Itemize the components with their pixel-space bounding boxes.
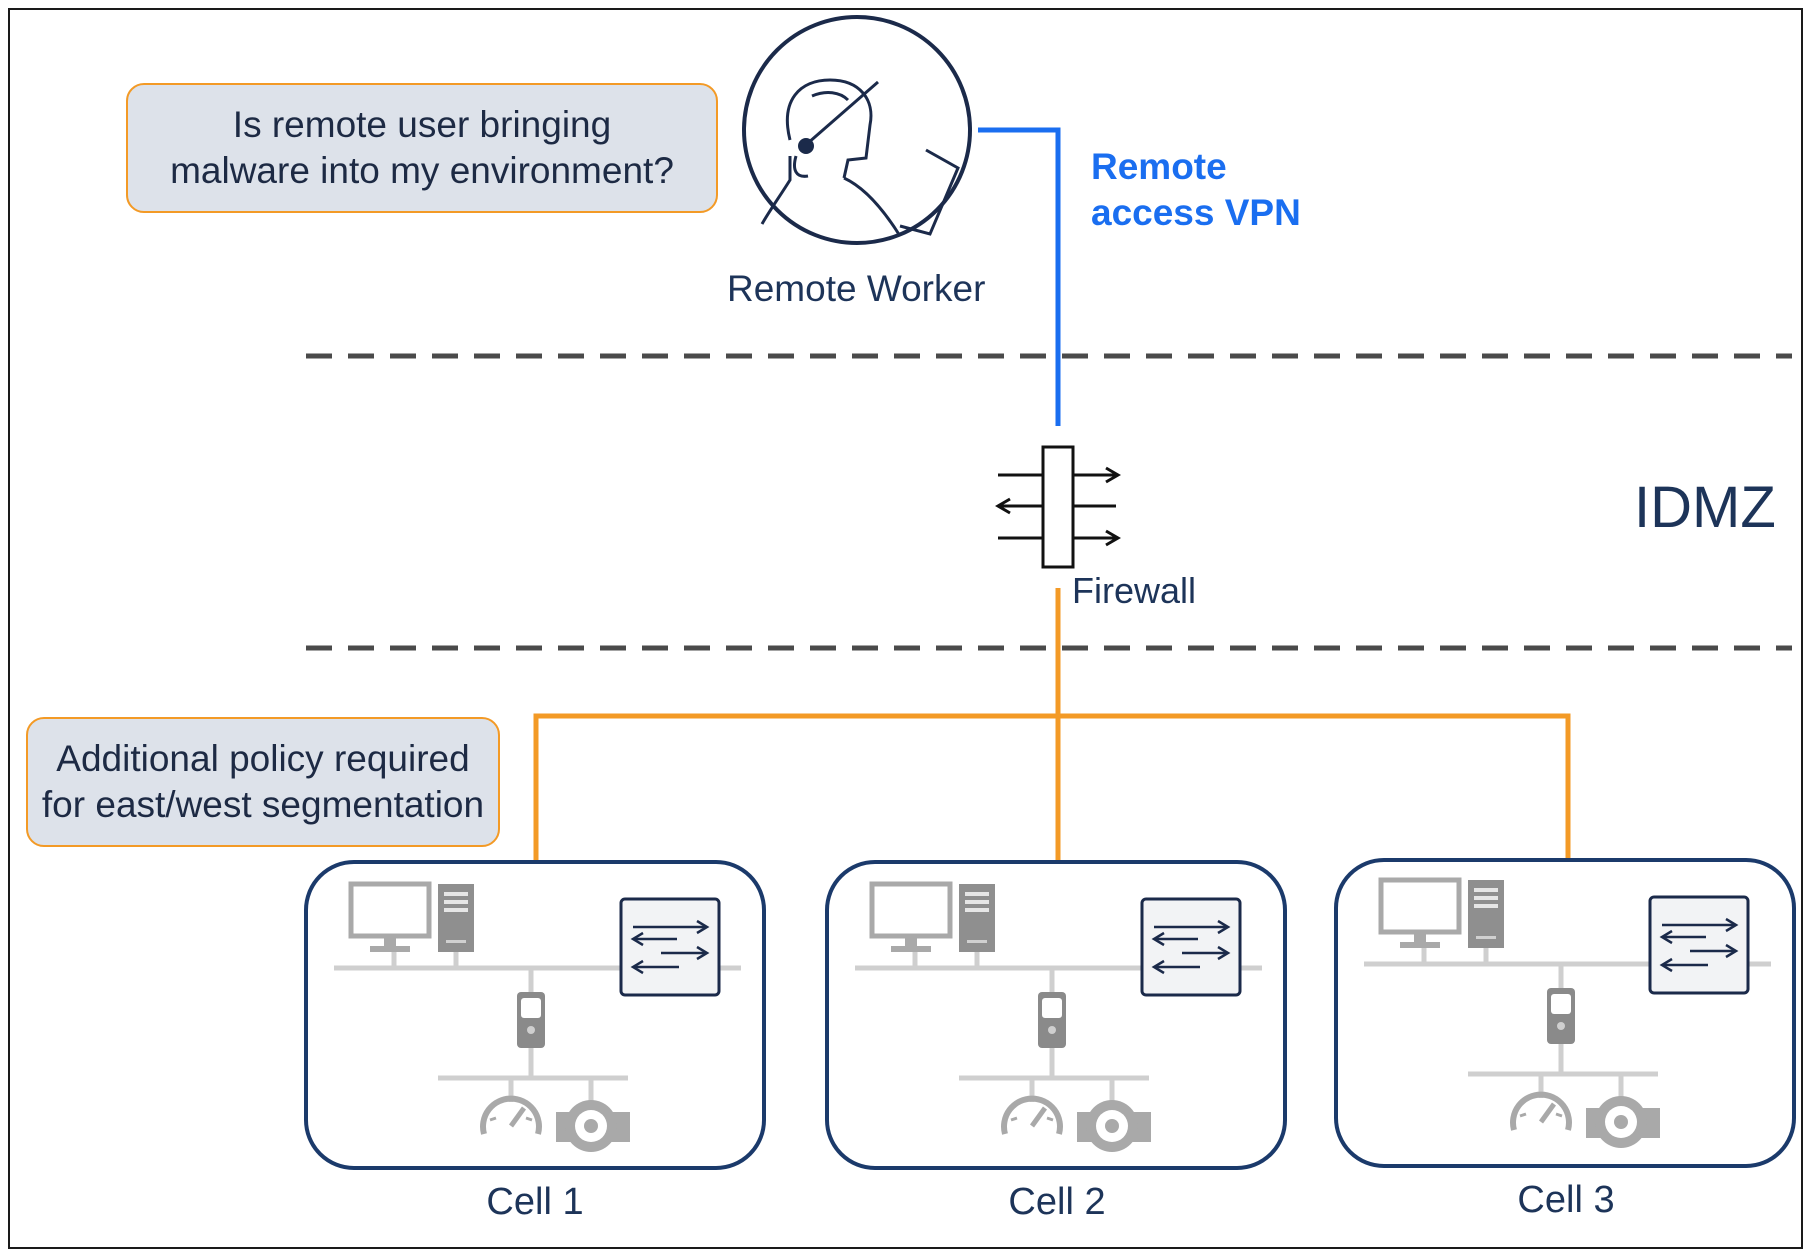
vpn-label-line2: access VPN	[1091, 192, 1301, 233]
policy-callout-line2: for east/west segmentation	[41, 784, 485, 825]
malware-callout-line1: Is remote user bringing	[232, 104, 612, 145]
vpn-link	[978, 127, 1061, 426]
remote-worker-icon	[742, 15, 972, 245]
idmz-zone-label: IDMZ	[1634, 475, 1776, 540]
vpn-label: Remote access VPN	[1091, 144, 1301, 236]
policy-callout-line1: Additional policy required	[56, 738, 470, 779]
firewall-icon	[995, 445, 1121, 569]
policy-callout: Additional policy required for east/west…	[26, 717, 500, 847]
cell-2-label: Cell 2	[1008, 1181, 1106, 1223]
cell-3-label: Cell 3	[1517, 1179, 1615, 1221]
malware-callout: Is remote user bringing malware into my …	[126, 83, 718, 213]
vpn-label-line1: Remote	[1091, 146, 1227, 187]
cell-2-box	[825, 860, 1287, 1170]
malware-callout-line2: malware into my environment?	[170, 150, 674, 191]
internal-links	[533, 588, 1571, 862]
firewall-label: Firewall	[1072, 570, 1197, 611]
remote-worker-label: Remote Worker	[727, 268, 986, 309]
cell-1-label: Cell 1	[486, 1181, 584, 1223]
cell-3-box	[1334, 858, 1796, 1168]
cell-1-box	[304, 860, 766, 1170]
